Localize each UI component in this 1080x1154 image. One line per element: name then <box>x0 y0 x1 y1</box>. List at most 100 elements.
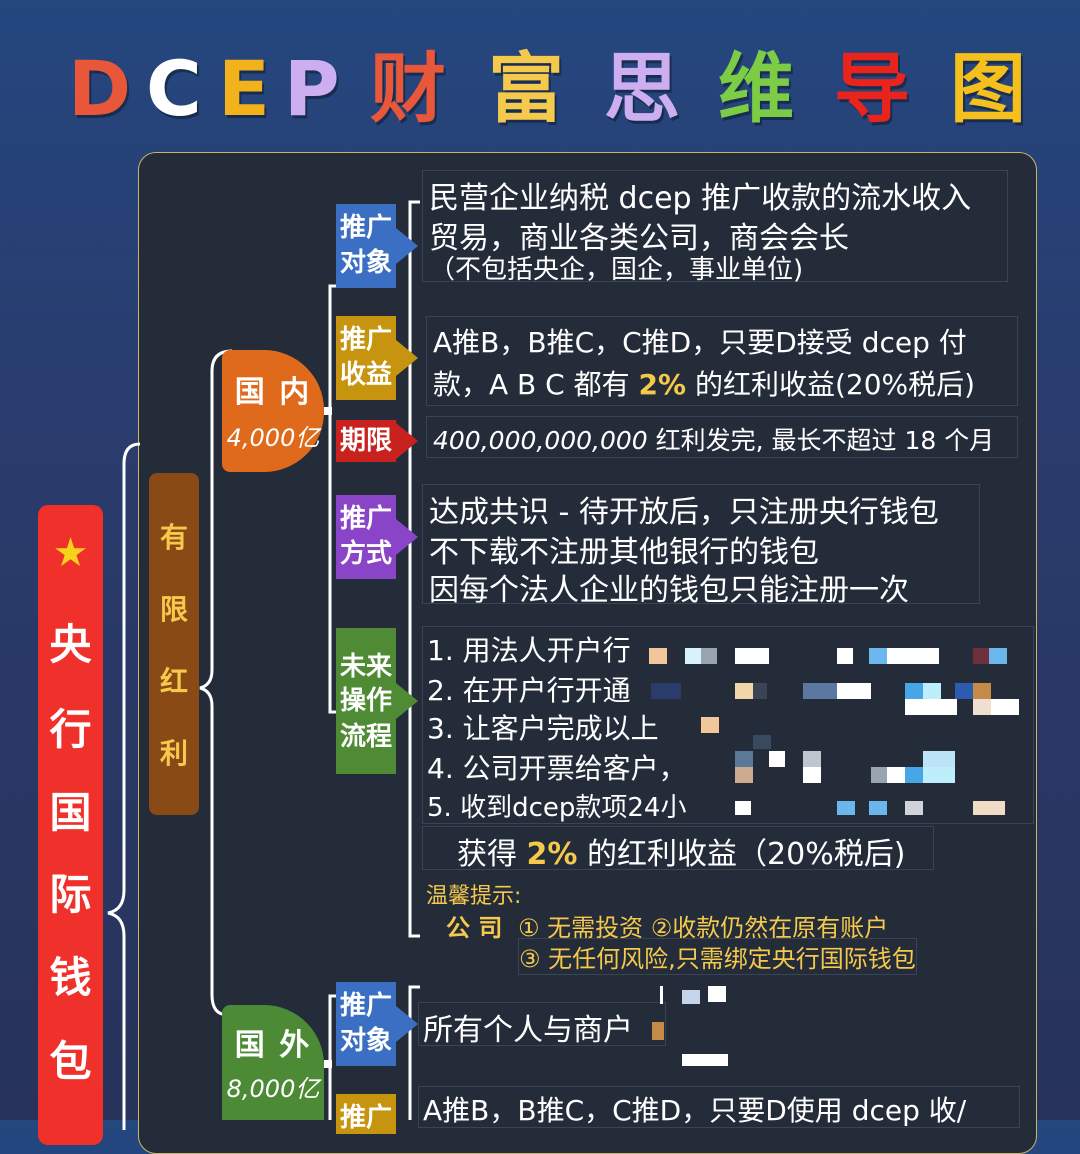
income-text: A推B，B推C，C推D，只要D接受 dcep 付 款，A B C 都有 2% 的… <box>426 316 1018 406</box>
term-amount: 400,000,000,000 <box>433 426 648 455</box>
income-percent: 2% <box>638 368 687 401</box>
root-char-1: 央 <box>49 620 92 669</box>
tag-method-arrow <box>396 519 418 555</box>
term-line: 400,000,000,000 红利发完, 最长不超过 18 个月 <box>433 421 994 457</box>
tag-overseas-target-line1: 推广 <box>339 991 392 1021</box>
limited-brace <box>199 349 233 1017</box>
process-step-3: 3. 让客户完成以上 <box>427 712 659 745</box>
limited-char-2: 限 <box>159 593 188 626</box>
root-char-5: 钱 <box>49 953 92 1002</box>
root-brace <box>107 442 141 1130</box>
process-step-4: 4. 公司开票给客户， <box>427 752 687 785</box>
income-line-2a: 款，A B C 都有 <box>433 368 639 401</box>
tag-process: 未来 操作 流程 <box>336 628 396 774</box>
process-step-2: 2. 在开户行开通 <box>427 674 631 707</box>
tag-overseas-target: 推广 对象 <box>336 982 396 1066</box>
tag-income-line2: 收益 <box>339 360 392 390</box>
title-char-tu: 图 <box>950 44 1026 133</box>
domestic-label: 国 内 <box>234 375 312 410</box>
method-line-1: 达成共识 - 待开放后，只注册央行钱包 <box>429 495 939 530</box>
process-text: 1. 用法人开户行 2. 在开户行开通 3. 让客户完成以上 4. 公司开票给客… <box>422 626 1034 824</box>
income-line-1: A推B，B推C，C推D，只要D接受 dcep 付 <box>433 326 967 359</box>
method-text: 达成共识 - 待开放后，只注册央行钱包 不下载不注册其他银行的钱包 因每个法人企… <box>422 484 980 608</box>
term-text: 400,000,000,000 红利发完, 最长不超过 18 个月 <box>426 416 1018 458</box>
overseas-target-text: 所有个人与商户 <box>418 1002 666 1048</box>
domestic-brace <box>328 284 338 714</box>
tag-overseas-income-line1: 推广 <box>339 1103 392 1133</box>
tag-overseas-target-arrow <box>396 1006 418 1042</box>
tag-target-arrow <box>396 228 418 264</box>
overseas-target-line: 所有个人与商户 <box>423 1013 633 1048</box>
tag-term: 期限 <box>336 420 396 462</box>
domestic-node: 国 内 4,000亿 <box>222 350 324 472</box>
redaction-mosaic <box>649 643 1033 823</box>
tag-overseas-income: 推广 <box>336 1094 396 1134</box>
redaction-mosaic-2 <box>652 982 736 1066</box>
root-node: ★ 央 行 国 际 钱 包 <box>38 505 103 1145</box>
gain-line: 获得 2% 的红利收益（20%税后) <box>457 829 905 873</box>
tag-process-line1: 未来 <box>339 652 392 682</box>
tag-term-arrow <box>396 423 418 459</box>
tip-block: 温馨提示: 公 司 ① 无需投资 ②收款仍然在原有账户 ③ 无任何风险,只需绑定… <box>422 874 942 975</box>
root-char-6: 包 <box>49 1037 92 1086</box>
method-line-2: 不下载不注册其他银行的钱包 <box>429 535 819 570</box>
tip-item-2: ③ 无任何风险,只需绑定央行国际钱包 <box>518 938 917 975</box>
title-char-dao: 导 <box>834 44 910 133</box>
target-line-1: 民营企业纳税 dcep 推广收款的流水收入 <box>429 181 972 216</box>
gain-a: 获得 <box>457 837 527 872</box>
overseas-income-text: A推B，B推C，C推D，只要D使用 dcep 收/ <box>418 1086 1020 1128</box>
title-char-e: E <box>218 44 270 133</box>
root-char-4: 际 <box>49 870 92 919</box>
tag-method: 推广 方式 <box>336 495 396 579</box>
title-char-wei: 维 <box>718 44 794 133</box>
process-step-1: 1. 用法人开户行 <box>427 634 631 667</box>
overseas-content-bracket <box>408 985 420 1120</box>
income-line-2: 款，A B C 都有 2% 的红利收益(20%税后) <box>433 363 975 403</box>
tag-method-line1: 推广 <box>339 504 392 534</box>
target-line-3: （不包括央企，国企，事业单位) <box>429 255 804 285</box>
tip-item-1: ① 无需投资 ②收款仍然在原有账户 <box>518 914 889 942</box>
target-text: 民营企业纳税 dcep 推广收款的流水收入 贸易，商业各类公司，商会会长 （不包… <box>422 170 1008 285</box>
income-line-2c: 的红利收益(20%税后) <box>686 368 976 401</box>
domestic-connector <box>324 407 332 415</box>
tag-term-label: 期限 <box>339 426 392 456</box>
process-step-5: 5. 收到dcep款项24小 <box>427 793 687 823</box>
tag-method-line2: 方式 <box>339 539 392 569</box>
title-char-si: 思 <box>604 44 680 133</box>
star-icon: ★ <box>52 530 89 576</box>
overseas-income-line: A推B，B推C，C推D，只要D使用 dcep 收/ <box>423 1094 967 1127</box>
title-char-cai: 财 <box>370 44 446 133</box>
tag-process-line3: 流程 <box>339 722 392 752</box>
overseas-node: 国 外 8,000亿 <box>222 1005 324 1120</box>
title-char-d: D <box>68 44 132 133</box>
tag-process-line2: 操作 <box>339 686 392 716</box>
tag-target-line2: 对象 <box>339 248 392 278</box>
limited-char-1: 有 <box>159 521 188 554</box>
domestic-amount: 4,000亿 <box>226 424 320 452</box>
tag-target-line1: 推广 <box>339 213 392 243</box>
limited-char-3: 红 <box>159 665 188 698</box>
tag-income-arrow <box>396 340 418 376</box>
overseas-label: 国 外 <box>234 1028 312 1063</box>
content-bracket <box>408 200 420 938</box>
title-char-c: C <box>146 44 202 133</box>
tag-overseas-target-line2: 对象 <box>339 1026 392 1056</box>
tip-company: 公 司 <box>446 914 503 942</box>
limited-char-4: 利 <box>159 737 188 770</box>
tip-heading: 温馨提示: <box>426 884 522 909</box>
term-rest: 红利发完, 最长不超过 18 个月 <box>647 426 995 455</box>
title-char-p: P <box>284 44 340 133</box>
target-line-2: 贸易，商业各类公司，商会会长 <box>429 221 849 256</box>
tag-income: 推广 收益 <box>336 316 396 400</box>
title-char-fu: 富 <box>488 44 564 133</box>
gain-text: 获得 2% 的红利收益（20%税后) <box>422 826 934 873</box>
overseas-connector <box>324 1060 332 1068</box>
limited-bonus-node: 有 限 红 利 <box>149 473 199 815</box>
method-line-3: 因每个法人企业的钱包只能注册一次 <box>429 573 909 608</box>
root-char-3: 国 <box>49 788 92 837</box>
tag-income-line1: 推广 <box>339 325 392 355</box>
tag-process-arrow <box>396 683 418 719</box>
gain-c: 的红利收益（20%税后) <box>577 837 906 872</box>
overseas-brace <box>328 994 338 1120</box>
root-char-2: 行 <box>49 705 92 754</box>
